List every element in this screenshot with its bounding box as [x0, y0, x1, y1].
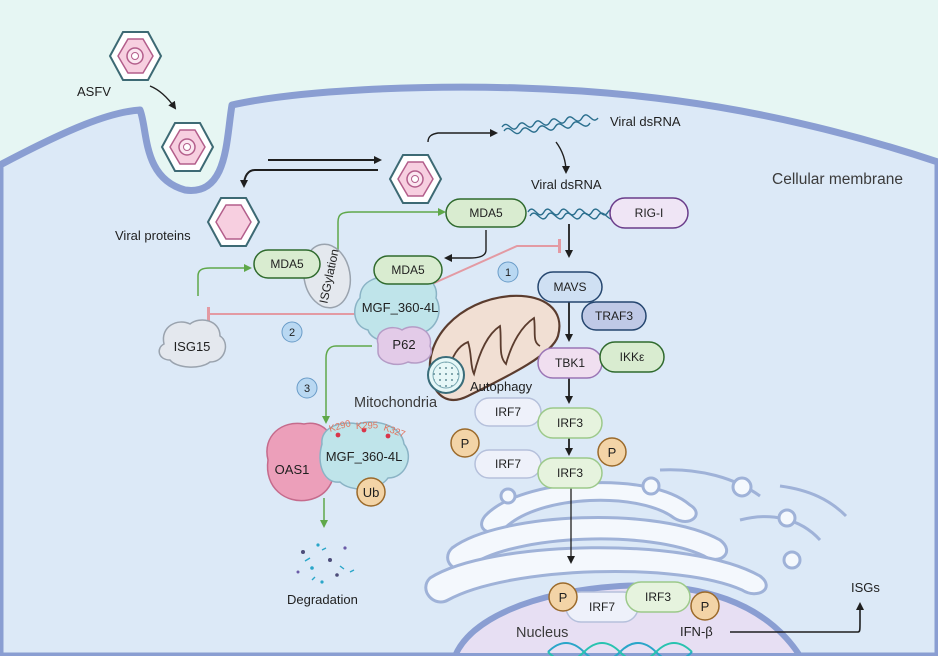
- irf3-a: IRF3: [537, 407, 603, 439]
- step-2-badge: 2: [281, 321, 303, 343]
- mavs-label: MAVS: [553, 280, 586, 294]
- mitochondria-label: Mitochondria: [354, 395, 438, 411]
- traf3: TRAF3: [581, 301, 647, 331]
- phosphate-3: P: [548, 582, 578, 612]
- mda5-top: MDA5: [445, 198, 527, 228]
- viral-dsrna-top-label: Viral dsRNA: [610, 114, 681, 129]
- irf3-b: IRF3: [537, 457, 603, 489]
- irf3-b-label: IRF3: [557, 466, 583, 480]
- mda5-mid-label: MDA5: [391, 263, 425, 277]
- degradation-particles: [296, 543, 355, 584]
- ubiquitin: [356, 477, 386, 507]
- irf3-nuclear-label: IRF3: [645, 590, 671, 604]
- autophagy-label: Autophagy: [470, 379, 533, 394]
- nucleus-label: Nucleus: [516, 625, 568, 641]
- phosphate-4: P: [690, 591, 720, 621]
- irf3-a-label: IRF3: [557, 416, 583, 430]
- isg15-label: ISG15: [174, 339, 211, 354]
- cellular-membrane-label: Cellular membrane: [772, 171, 903, 188]
- p62-protein: [376, 326, 433, 366]
- degradation-label: Degradation: [287, 592, 358, 607]
- viral-dsrna-strand-top: [501, 114, 599, 135]
- irf7-nuclear: IRF7: [565, 591, 639, 623]
- phosphate-2: P: [597, 437, 627, 467]
- viral-proteins-label: Viral proteins: [115, 228, 191, 243]
- asfv-virion-cytoplasm: [388, 154, 443, 204]
- viral-protein-capsid: [206, 197, 261, 247]
- ubiquitination-sites: [335, 427, 391, 439]
- p62-label: P62: [392, 337, 415, 352]
- irf7-b: IRF7: [474, 449, 542, 479]
- tbk1-label: TBK1: [555, 356, 585, 370]
- asfv-virion-outside: [108, 31, 163, 81]
- phosphate-2-label: P: [608, 445, 617, 460]
- ikke-label: IKKε: [620, 350, 645, 364]
- irf7-nuclear-label: IRF7: [589, 600, 615, 614]
- mgf-360-4l-top-label: MGF_360-4L: [362, 300, 439, 315]
- mda5-mid: MDA5: [373, 255, 443, 285]
- rig-i-label: RIG-I: [635, 206, 664, 220]
- autophagosome: [427, 356, 465, 394]
- mgf-360-4l-bottom: [319, 421, 409, 490]
- tbk1: TBK1: [537, 347, 603, 379]
- endoplasmic-reticulum: [424, 468, 848, 604]
- irf7-a: IRF7: [474, 397, 542, 427]
- oas1-label: OAS1: [275, 462, 310, 477]
- step-1-badge: 1: [497, 261, 519, 283]
- ikke: IKKε: [599, 341, 665, 373]
- phosphate-3-label: P: [559, 590, 568, 605]
- step-3-badge: 3: [296, 377, 318, 399]
- mavs: MAVS: [537, 271, 603, 303]
- step-2-label: 2: [289, 327, 295, 339]
- dna-helix: [547, 642, 693, 656]
- ubiquitin-label: Ub: [363, 485, 380, 500]
- mda5-left: MDA5: [253, 249, 321, 279]
- viral-dsrna-label: Viral dsRNA: [531, 177, 602, 192]
- isgs-label: ISGs: [851, 580, 880, 595]
- phosphate-1: P: [450, 428, 480, 458]
- ifn-b-label: IFN-β: [680, 624, 713, 639]
- isg15-protein: [158, 319, 227, 368]
- irf7-a-label: IRF7: [495, 405, 521, 419]
- phosphate-1-label: P: [461, 436, 470, 451]
- asfv-virion-entering: [160, 122, 215, 172]
- asfv-label: ASFV: [77, 84, 111, 99]
- mda5-top-label: MDA5: [469, 206, 503, 220]
- pathway-arrows: [149, 85, 864, 633]
- mda5-left-label: MDA5: [270, 257, 304, 271]
- activation-arrows: [197, 208, 446, 528]
- k295-label: K295: [356, 420, 379, 432]
- step-1-label: 1: [505, 267, 511, 279]
- irf3-nuclear: IRF3: [625, 581, 691, 613]
- mgf-360-4l-bottom-label: MGF_360-4L: [326, 449, 403, 464]
- irf7-b-label: IRF7: [495, 457, 521, 471]
- phosphate-4-label: P: [701, 599, 710, 614]
- step-3-label: 3: [304, 383, 310, 395]
- viral-dsrna-strand: [527, 208, 625, 220]
- inhibition-lines: [207, 239, 561, 321]
- traf3-label: TRAF3: [595, 309, 633, 323]
- rig-i: RIG-I: [609, 197, 689, 229]
